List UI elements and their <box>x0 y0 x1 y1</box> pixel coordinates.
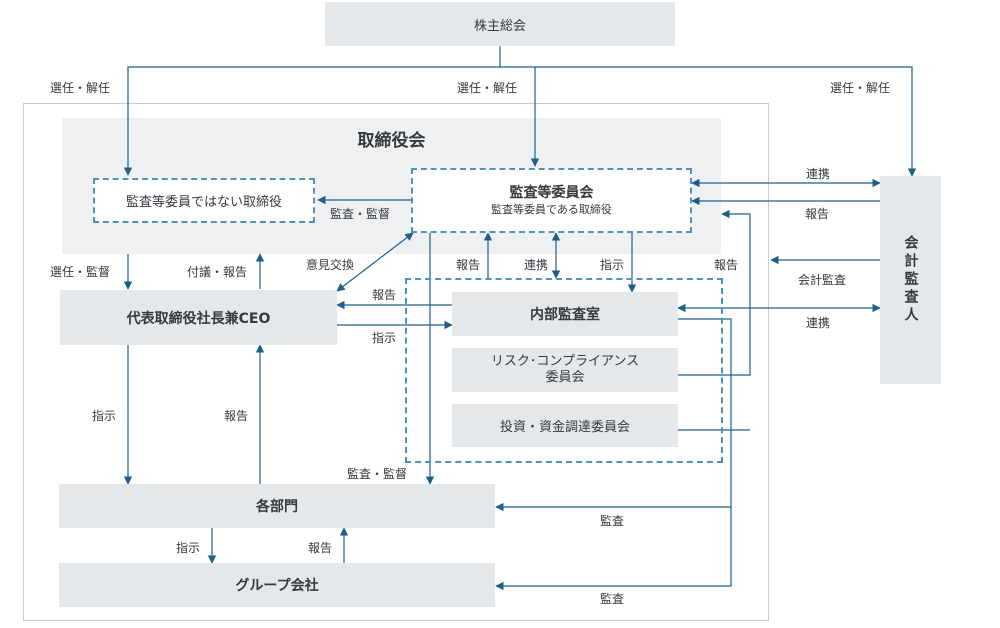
departments-label: 各部門 <box>256 499 298 515</box>
label-report-departments: 報告 <box>224 409 249 423</box>
shareholders-meeting: 株主総会 <box>325 2 675 46</box>
label-instruction-ceo: 指示 <box>372 331 397 345</box>
label-report-audit-committee: 報告 <box>456 258 481 272</box>
departments-box: 各部門 <box>59 484 495 528</box>
label-coordination-top: 連携 <box>806 167 831 181</box>
label-opinion-exchange: 意見交換 <box>306 258 355 272</box>
label-elect-supervise: 選任・監督 <box>50 265 111 279</box>
risk-committee-line1: リスク･コンプライアンス <box>490 354 640 369</box>
label-report-committees: 報告 <box>714 258 739 272</box>
label-proposal-report: 付議・報告 <box>187 265 248 279</box>
label-instruction-group: 指示 <box>176 541 201 555</box>
label-audit-group: 監査 <box>600 592 625 606</box>
accounting-auditor: 会計監査人 <box>880 176 941 384</box>
label-audit-supervise-departments: 監査・監督 <box>347 467 408 481</box>
label-instruction-departments: 指示 <box>92 409 117 423</box>
label-coordination-internal-auditor: 連携 <box>806 316 831 330</box>
ceo-label: 代表取締役社長兼CEO <box>126 310 271 327</box>
investment-committee-label: 投資・資金調達委員会 <box>499 420 630 435</box>
audit-committee-label: 監査等委員会 <box>509 185 594 201</box>
board-title: 取締役会 <box>357 131 426 151</box>
investment-committee: 投資・資金調達委員会 <box>452 404 678 447</box>
audit-committee-sub: 監査等委員である取締役 <box>491 203 612 216</box>
label-elect-dismiss-center: 選任・解任 <box>457 81 518 95</box>
label-coordination-internal: 連携 <box>524 258 549 272</box>
company-frame <box>23 103 769 621</box>
audit-committee: 監査等委員会 監査等委員である取締役 <box>411 168 692 233</box>
label-audit-departments: 監査 <box>600 514 625 528</box>
group-companies-box: グループ会社 <box>59 563 495 607</box>
label-elect-dismiss-left: 選任・解任 <box>50 81 111 95</box>
label-report-group: 報告 <box>308 541 333 555</box>
label-audit-supervise-board: 監査・監督 <box>330 207 391 221</box>
label-instruction-internal: 指示 <box>600 258 625 272</box>
risk-committee-line2: 委員会 <box>545 370 585 385</box>
accounting-auditor-label: 会計監査人 <box>902 235 919 325</box>
label-elect-dismiss-right: 選任・解任 <box>830 81 891 95</box>
label-accounting-audit: 会計監査 <box>798 273 847 287</box>
internal-audit-office: 内部監査室 <box>452 292 678 336</box>
label-report-ceo: 報告 <box>372 288 397 302</box>
internal-audit-label: 内部監査室 <box>530 307 600 323</box>
label-report-auditor: 報告 <box>805 207 830 221</box>
risk-compliance-committee: リスク･コンプライアンス 委員会 <box>452 348 678 392</box>
internal-control-group <box>405 278 723 463</box>
ceo-box: 代表取締役社長兼CEO <box>60 290 337 345</box>
group-companies-label: グループ会社 <box>235 578 319 594</box>
non-audit-directors: 監査等委員ではない取締役 <box>93 178 315 223</box>
shareholders-meeting-label: 株主総会 <box>473 18 526 34</box>
non-audit-directors-label: 監査等委員ではない取締役 <box>125 195 282 210</box>
